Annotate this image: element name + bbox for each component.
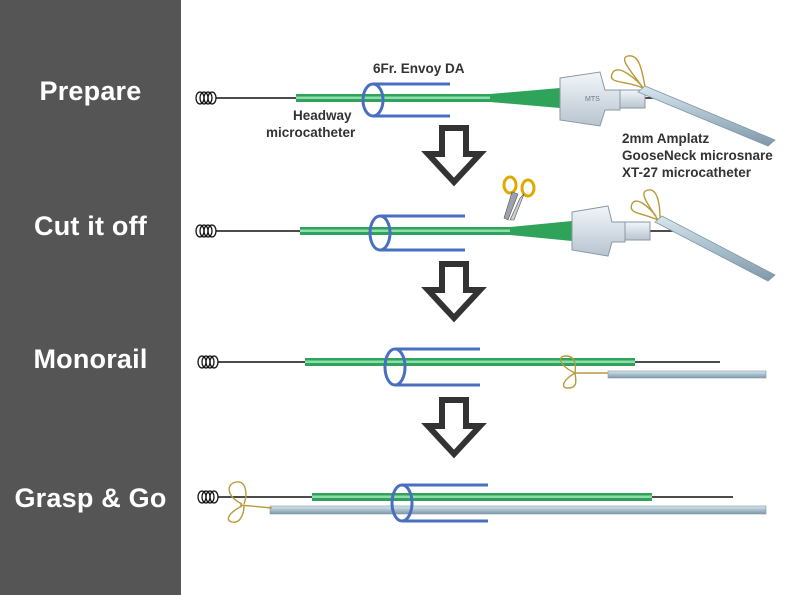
snare-catheter-angled [630, 189, 776, 282]
envoy-label: 6Fr. Envoy DA [373, 61, 465, 76]
hub-icon [571, 205, 651, 257]
coil-tip-icon [195, 91, 217, 105]
down-arrow-icon [421, 261, 487, 323]
step-prepare-diagram: MTS [195, 55, 776, 147]
amplatz-label: 2mm Amplatz GooseNeck microsnare XT-27 m… [622, 130, 773, 181]
coil-tip-icon [197, 355, 219, 369]
down-arrow-icon [421, 125, 487, 187]
step-label-grasp-and-go: Grasp & Go [14, 483, 167, 513]
headway-microcatheter [312, 493, 652, 501]
coil-tip-icon [195, 224, 217, 238]
envoy-guide-catheter [383, 347, 480, 387]
headway-label: Headway microcatheter [266, 107, 355, 141]
step-cut-diagram [195, 175, 776, 282]
headway-microcatheter [296, 88, 560, 108]
scissors-icon [502, 175, 536, 221]
amplatz-label-line1: 2mm Amplatz [622, 131, 710, 146]
snare-loop-icon [228, 481, 247, 505]
amplatz-label-line2: GooseNeck microsnare [622, 148, 773, 163]
step-monorail-diagram [197, 347, 767, 389]
down-arrow-icon [421, 397, 487, 459]
envoy-guide-catheter [368, 214, 465, 252]
headway-label-line2: microcatheter [266, 125, 356, 140]
snare-catheter-angled [610, 55, 776, 147]
snare-catheter [227, 481, 767, 523]
amplatz-label-line3: XT-27 microcatheter [622, 165, 752, 180]
snare-loop-icon [559, 355, 577, 374]
coil-tip-icon [197, 490, 219, 504]
snare-loop-icon [630, 200, 659, 221]
snare-loop-icon [610, 69, 644, 89]
step-label-monorail: Monorail [33, 344, 148, 374]
svg-text:MTS: MTS [585, 96, 600, 103]
headway-microcatheter [305, 358, 635, 366]
headway-label-line1: Headway [293, 108, 352, 123]
step-sidebar: Prepare Cut it off Monorail Grasp & Go [0, 0, 181, 595]
envoy-guide-catheter [390, 483, 488, 523]
step-grasp-diagram [197, 481, 767, 523]
envoy-guide-catheter [361, 82, 450, 118]
step-label-cut-it-off: Cut it off [34, 211, 147, 241]
snare-catheter [559, 355, 767, 389]
step-label-prepare: Prepare [39, 76, 142, 106]
headway-microcatheter [300, 221, 572, 241]
hub-icon: MTS [559, 71, 646, 127]
